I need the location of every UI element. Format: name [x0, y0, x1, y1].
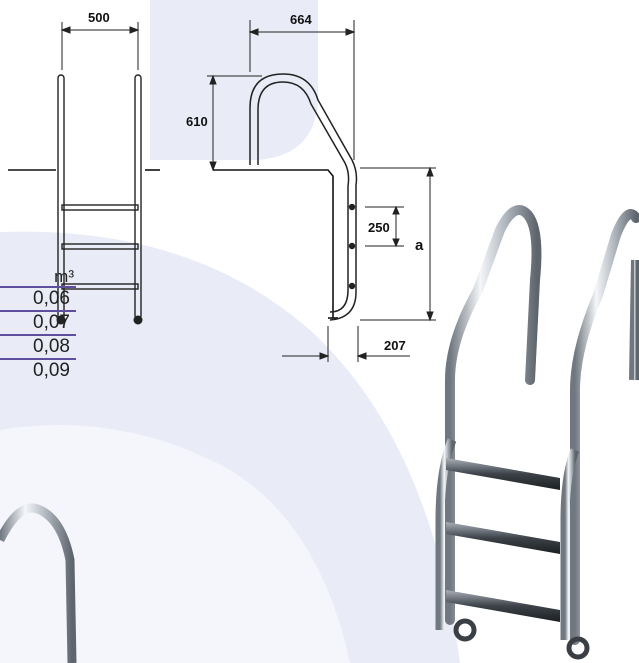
- table-separator: [0, 310, 76, 312]
- ladder-3d-render: [435, 205, 639, 660]
- pool-deck-outline: [8, 169, 338, 319]
- table-separator: [0, 286, 76, 288]
- table-row: 0,09: [33, 360, 70, 381]
- volume-table: m³ 0,06 0,07 0,08 0,09: [0, 268, 80, 382]
- table-separator: [0, 334, 76, 336]
- dim-label-207: 207: [384, 338, 406, 353]
- dimension-lines: [60, 20, 436, 362]
- dim-label-664: 664: [290, 12, 312, 27]
- table-row: 0,07: [33, 312, 70, 333]
- dim-label-a: a: [415, 237, 424, 254]
- table-separator: [0, 358, 76, 360]
- background-shapes: [0, 0, 460, 663]
- dim-label-610: 610: [186, 114, 208, 129]
- ladder-side-view: [249, 73, 358, 321]
- table-row: 0,06: [33, 288, 70, 309]
- ladder-3d-render-partial: [0, 503, 77, 663]
- dim-label-500: 500: [88, 10, 110, 25]
- dim-label-250: 250: [368, 220, 390, 235]
- table-row: 0,08: [33, 336, 70, 357]
- table-unit-header: m³: [54, 267, 74, 286]
